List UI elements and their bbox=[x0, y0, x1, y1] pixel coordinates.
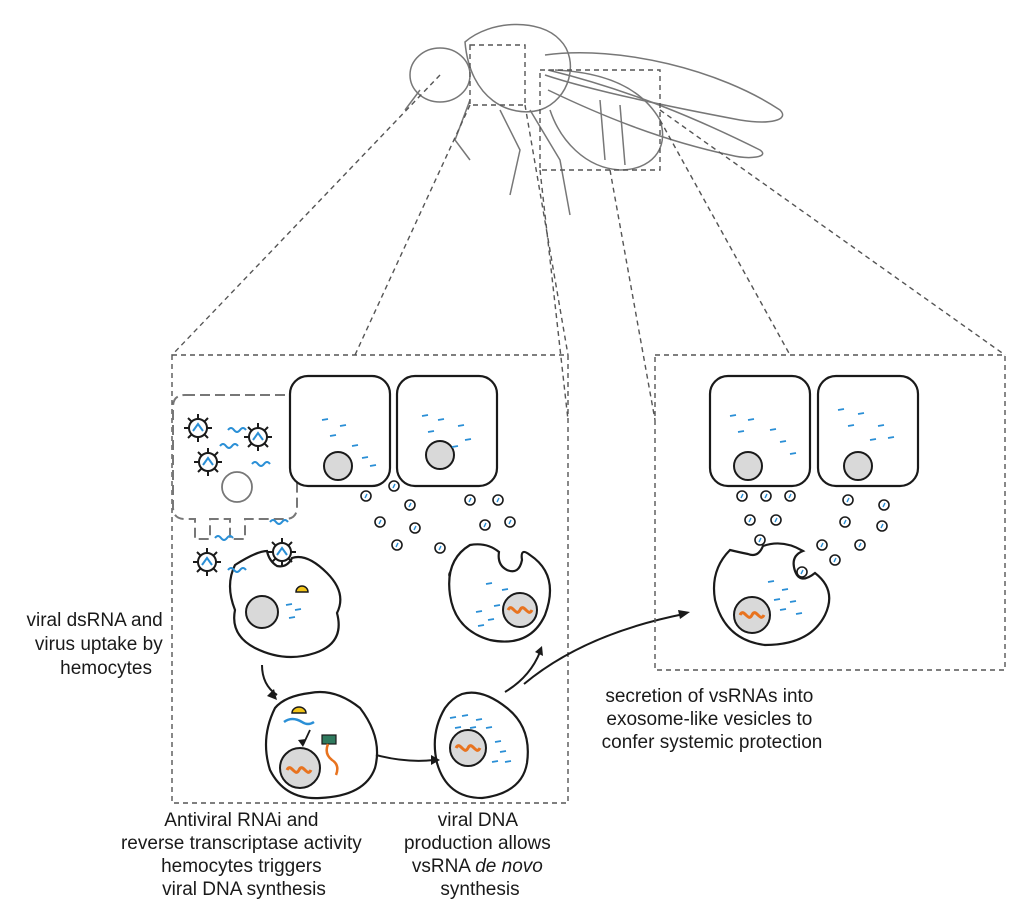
caption-uptake: viral dsRNA and virus uptake by hemocyte… bbox=[26, 610, 168, 679]
fly-wing-lower bbox=[547, 69, 764, 159]
hemocyte-panel-frame bbox=[171, 354, 569, 804]
zoom-connector-lines bbox=[171, 74, 1006, 421]
tissue-cell-2 bbox=[395, 374, 499, 488]
systemic-panel-frame bbox=[654, 354, 1006, 671]
hemocyte-uptake bbox=[192, 537, 342, 659]
caption-secretion: secretion of vsRNAs into exosome-like ve… bbox=[602, 686, 823, 753]
fly-antenna bbox=[404, 89, 421, 111]
fly-inset-abdomen bbox=[539, 69, 661, 171]
tissue-cell-1 bbox=[288, 374, 392, 488]
fly-thorax bbox=[464, 23, 572, 113]
fly-inset-thorax bbox=[469, 44, 526, 106]
caption-dna: viral DNA production allows vsRNA de nov… bbox=[404, 810, 556, 900]
hemocyte-vesicle-receiving bbox=[448, 543, 552, 643]
hemocyte-viral-dna bbox=[433, 691, 529, 800]
tissue-cell-4 bbox=[816, 374, 920, 488]
infected-cell bbox=[172, 394, 298, 541]
caption-rnai: Antiviral RNAi and reverse transcriptase… bbox=[121, 810, 367, 900]
fly-abdomen-stripes bbox=[599, 99, 626, 166]
tissue-cell-3 bbox=[708, 374, 812, 488]
hemocyte-rnai bbox=[264, 690, 379, 800]
process-arrows bbox=[261, 613, 685, 762]
fly-leg-2 bbox=[499, 109, 521, 196]
fly-leg-1 bbox=[454, 99, 471, 161]
fly-leg-3 bbox=[529, 109, 571, 216]
fly-abdomen bbox=[549, 69, 664, 171]
hemocyte-systemic bbox=[712, 542, 831, 647]
fruit-fly-drawing bbox=[404, 23, 784, 216]
arrow-heads bbox=[267, 610, 690, 765]
fly-wing-upper bbox=[544, 52, 784, 123]
